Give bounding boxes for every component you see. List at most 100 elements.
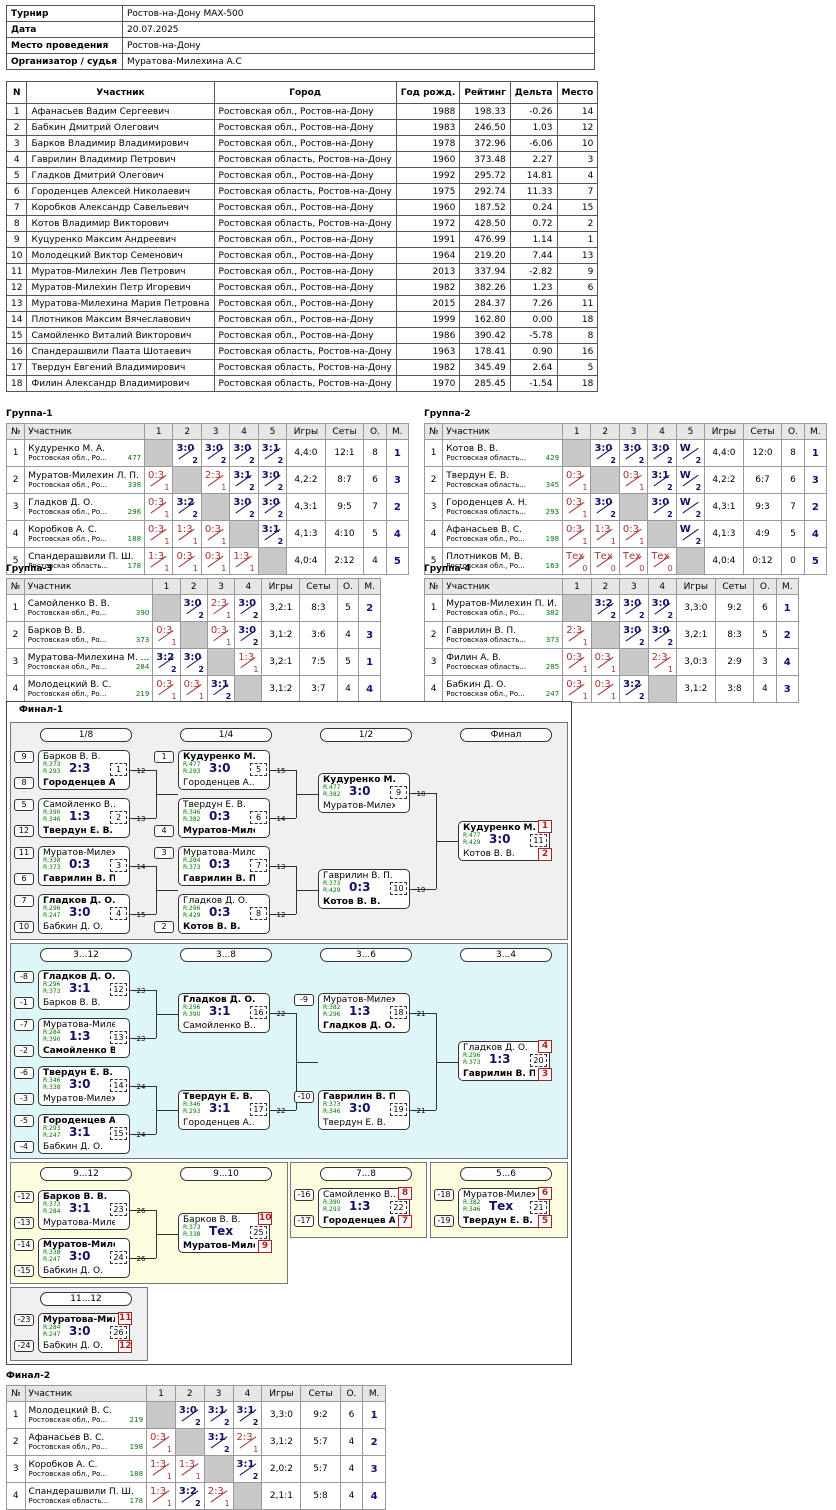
col-name: Участник <box>442 578 564 595</box>
player-cell: Молодецкий В. С.Ростовская обл., Ро...21… <box>23 675 154 703</box>
match-player-1: Гладков Д. О. <box>43 972 115 982</box>
player-city: Ростовская область... <box>446 481 526 489</box>
match-box: Гаврилин В. П. R:373 0:3 R:429 Котов В. … <box>318 869 410 909</box>
match-result: 3:1 <box>209 1004 231 1018</box>
match-box: Гладков Д. О. R:296 3:0 R:247 Бабкин Д. … <box>38 894 130 934</box>
seed-1: 5 <box>14 799 34 811</box>
col-no: № <box>423 423 444 440</box>
row-no: 2 <box>423 466 444 494</box>
col-opponent: 1 <box>562 578 592 595</box>
points: 5 <box>753 621 777 649</box>
match-points: 2 <box>667 638 674 647</box>
participant-cell: 2 <box>556 215 599 232</box>
participant-cell: Ростовская обл., Ростов-на-Дону <box>213 263 397 280</box>
participant-cell: 3 <box>556 151 599 168</box>
match-score: 3:0 <box>623 625 642 636</box>
round-label: Финал <box>460 728 552 742</box>
player-rating: 188 <box>127 535 142 543</box>
sets: 7:5 <box>299 648 338 676</box>
participant-cell: 4 <box>556 167 599 184</box>
match-result: 0:3 <box>209 809 231 823</box>
match-box: Самойленко В.... R:390 1:3 R:293 Городен… <box>318 1188 410 1228</box>
participant-cell: Ростовская обл., Ростов-на-Дону <box>213 135 397 152</box>
player-rating: 390 <box>135 609 150 617</box>
diagonal-cell <box>618 493 649 521</box>
match-result: 3:1 <box>209 1101 231 1115</box>
player-name: Кудуренко М. А. <box>28 444 105 454</box>
games: 4,2:2 <box>704 466 744 494</box>
match-score: 0:3 <box>566 470 583 481</box>
points: 4 <box>363 547 387 575</box>
diagonal-cell <box>234 675 263 703</box>
match-points: 2 <box>610 510 616 519</box>
match-score: 2:3 <box>651 652 668 663</box>
row-no: 4 <box>423 520 444 548</box>
final-1-title: Финал-1 <box>19 705 64 715</box>
rating-1: R:373 <box>43 1201 61 1208</box>
match-result: 3:0 <box>69 1077 91 1091</box>
participant-cell: 15 <box>5 327 28 344</box>
group-4-title: Группа-4 <box>424 564 471 574</box>
match-points: 1 <box>224 1499 230 1508</box>
col-place: М. <box>358 578 381 595</box>
match-result: 3:0 <box>69 1324 91 1338</box>
match-player-1: Гаврилин В. П. <box>323 1092 395 1102</box>
rating-2: R:293 <box>43 768 61 775</box>
participant-cell: 0.00 <box>509 311 558 328</box>
sets: 6:7 <box>742 466 783 494</box>
rank-2: 9 <box>258 1240 272 1253</box>
diagonal-cell <box>232 1482 263 1510</box>
match-points: 1 <box>610 537 616 546</box>
match-points: 1 <box>166 1472 172 1481</box>
player-name: Коробков А. С. <box>28 1460 98 1470</box>
diagonal-cell <box>257 547 288 575</box>
rating-2: R:373 <box>463 1059 481 1066</box>
match-points: 2 <box>277 483 284 492</box>
sets: 2:12 <box>324 547 365 575</box>
match-box: Барков В. В. R:373 Тех R:338 Муратов-Мил… <box>178 1213 270 1253</box>
match-points: 2 <box>638 638 645 647</box>
match-points: 2 <box>277 537 284 546</box>
participant-cell: 7 <box>556 183 599 200</box>
seed-1: 1 <box>154 751 174 763</box>
participant-cell: 5 <box>5 167 28 184</box>
player-rating: 198 <box>545 535 560 543</box>
sets: 5:8 <box>300 1482 341 1510</box>
match-player-2: Самойленко В.... <box>183 1021 255 1031</box>
player-name: Молодецкий В. С. <box>27 680 112 690</box>
col-games: Игры <box>261 1385 302 1402</box>
match-score: 0:3 <box>210 625 227 636</box>
match-score: 1:3 <box>150 1459 167 1470</box>
info-key: Организатор / судья <box>6 53 123 70</box>
rating-1: R:284 <box>183 857 201 864</box>
col-games: Игры <box>261 578 301 595</box>
match-points: 1 <box>582 483 588 492</box>
col-place: М. <box>362 1385 386 1402</box>
player-rating: 477 <box>127 454 142 462</box>
col-points: О. <box>336 578 360 595</box>
match-points: 1 <box>221 483 227 492</box>
round-label: 3...4 <box>460 948 552 962</box>
info-value: 20.07.2025 <box>122 21 595 38</box>
seed-2: -15 <box>14 1265 34 1277</box>
match-score: W <box>679 497 691 508</box>
col-no: № <box>6 1385 26 1402</box>
match-result: 3:0 <box>209 761 231 775</box>
diagonal-cell <box>206 648 236 676</box>
match-score: 3:0 <box>594 443 613 454</box>
points: 8 <box>363 439 387 467</box>
match-points: 1 <box>226 638 232 647</box>
participant-cell: 1975 <box>395 183 461 200</box>
seed-1: -18 <box>434 1189 454 1201</box>
diagonal-cell <box>647 675 678 703</box>
match-score: W <box>679 524 691 535</box>
